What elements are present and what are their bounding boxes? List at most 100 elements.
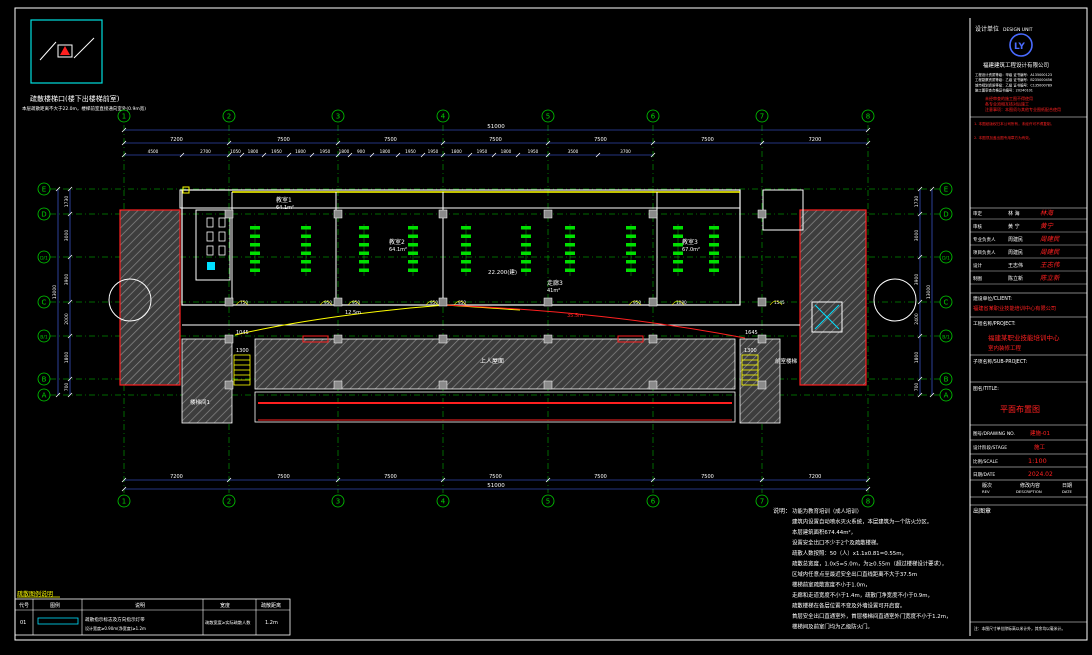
right-dim-tick-5	[917, 376, 923, 382]
bottom-total-dim-tick-1	[865, 486, 871, 492]
right-dim-tick-4	[917, 333, 923, 339]
date-label: 日期/DATE	[973, 472, 995, 478]
door-swing-7	[769, 300, 783, 306]
axis-label-col-2-1: 2	[227, 498, 231, 506]
top-span-dim-tick-2	[335, 140, 341, 146]
right-total-dim-tick-0	[929, 186, 935, 192]
top-sub-dim-tick-5	[286, 152, 292, 158]
top-sub-dim-tick-9	[369, 152, 375, 158]
axis-bubble-row-5-1	[939, 372, 953, 386]
right-dim-tick-1	[917, 211, 923, 217]
axis-bubble-row-1-0	[37, 207, 51, 221]
top-sub-dim-text-17: 3700	[620, 149, 631, 154]
right-roof-hatch	[799, 209, 867, 386]
left-dim-text-1: 3000	[64, 230, 70, 242]
top-sub-dim-tick-2	[226, 152, 232, 158]
stair-left-steps	[233, 354, 251, 386]
note-line-11: 楼梯间及前室门均为乙级防火门。	[792, 623, 873, 631]
top-span-dim-tick-0	[121, 140, 127, 146]
top-sub-dim-text-0: 4500	[148, 149, 159, 154]
stage-label: 设计阶段/STAGE	[973, 444, 1007, 451]
right-dim-tick-2	[917, 254, 923, 260]
column-low-0-0	[224, 334, 234, 344]
evacuation-path-left	[234, 304, 521, 336]
axis-label-row-4-1: B/1	[942, 335, 950, 341]
key-plan: 疏散楼梯口(楼下出楼梯前室) 本层疏散距离不大于22.0m，楼梯前室直接通向室外…	[22, 19, 146, 112]
note-line-9: 疏散楼梯在各层位置不变及外墙设置可开启窗。	[792, 602, 905, 610]
axis-label-row-4-0: B/1	[40, 335, 48, 341]
sign-name-2: 周建民	[1008, 236, 1023, 243]
top-sub-dim-tick-12	[440, 152, 446, 158]
column-low-3-1	[543, 380, 553, 390]
axis-bubble-row-0-0	[37, 182, 51, 196]
top-sub-dim-tick-8	[347, 152, 353, 158]
column-5-1	[757, 297, 767, 307]
axis-label-col-8-0: 8	[866, 113, 870, 121]
project-name-2: 室内装修工程	[988, 344, 1022, 352]
sign-role-5: 制图	[973, 275, 982, 282]
sign-signature-5: 陈立新	[1040, 274, 1061, 282]
design-notes: 说明： 功能为教育培训（成人培训）建筑内设置自动喷水灭火系统，本层建筑为一个防火…	[773, 507, 951, 631]
bottom-span-dim-text-2: 7500	[384, 474, 397, 480]
top-span-dim-text-0: 7200	[170, 137, 183, 143]
note-line-2: 本层建筑面积674.44m²，	[792, 528, 856, 536]
sign-role-2: 专业负责人	[973, 236, 996, 243]
left-dim-tick-5	[67, 376, 73, 382]
left-dim-tick-4	[67, 333, 73, 339]
note-line-5: 疏散总宽度，1.0x5=5.0m，为≥0.55m（超过楼梯设计要求），	[792, 560, 947, 568]
cert-line-2: 城市规划资质等级：乙级 证书编号：C135000789	[975, 82, 1052, 87]
left-dim-tick-3	[67, 299, 73, 305]
key-plan-note: 本层疏散距离不大于22.0m，楼梯前室直接通向室外(0.9m宽)	[22, 105, 146, 112]
sign-name-3: 周建民	[1008, 249, 1023, 256]
axis-bubble-col-6-0	[646, 109, 660, 123]
company-name: 福建建筑工程设计有限公司	[983, 61, 1049, 69]
evacuation-path-right	[444, 304, 746, 339]
red-note-1: 各专业须相互核对后施工	[985, 101, 1029, 107]
bottom-span-dim-text-1: 7500	[277, 474, 290, 480]
sign-role-3: 项目负责人	[973, 249, 996, 256]
right-total-dim-tick-1	[929, 392, 935, 398]
bottom-span-dim-text-5: 7500	[701, 474, 714, 480]
axis-label-col-6-0: 6	[651, 113, 656, 121]
axis-label-row-2-0: D/1	[40, 256, 48, 262]
note-line-0: 功能为教育培训（成人培训）	[792, 507, 862, 515]
legend-header-distance: 疏散距离	[261, 602, 281, 609]
door-swing-2	[347, 300, 361, 306]
local-dim-1: 1045	[236, 330, 249, 336]
notes-title: 说明：	[773, 507, 791, 515]
stair-left-label: 楼梯间1	[190, 398, 210, 406]
sign-role-0: 审定	[973, 210, 982, 217]
door-tag-5: 950	[633, 300, 641, 305]
top-sub-dim-tick-14	[491, 152, 497, 158]
axis-label-row-0-0: E	[42, 186, 46, 194]
restroom	[195, 209, 231, 281]
note-line-6: 区域内任意点至最近安全出口直线距离不大于37.5m	[792, 570, 917, 578]
top-span-dim-text-2: 7500	[384, 137, 397, 143]
top-sub-dim-tick-3	[239, 152, 245, 158]
column-low-3-0	[543, 334, 553, 344]
axis-label-row-6-1: A	[944, 392, 949, 400]
note-line-10: 首层安全出口直通室外，首层楼梯间直通室外门宽度不小于1.2m，	[792, 612, 951, 620]
sign-name-1: 黄 宁	[1008, 223, 1020, 230]
axis-label-col-1-0: 1	[122, 113, 126, 121]
left-dim-text-0: 1730	[64, 196, 70, 208]
top-sub-dim-tick-18	[650, 152, 656, 158]
legend-row-width: 疏散宽度≥实际疏散人数	[205, 619, 251, 626]
left-total-dim-tick-1	[55, 392, 61, 398]
top-span-dim-tick-1	[226, 140, 232, 146]
right-dim-tick-3	[917, 299, 923, 305]
column-3-0	[543, 209, 553, 219]
top-sub-dim-tick-10	[395, 152, 401, 158]
rev-sub-1: REV	[982, 489, 990, 494]
footer-note: 注：本图尺寸单位除标高以米计外，其余均以毫米计。	[974, 626, 1065, 631]
red-note-2: 注意事项：本图须与其他专业图纸配合使用	[985, 106, 1061, 112]
top-sub-dim-tick-16	[545, 152, 551, 158]
axis-label-col-1-1: 1	[122, 498, 126, 506]
left-roof-hatch	[119, 209, 181, 386]
top-span-dim-tick-4	[545, 140, 551, 146]
top-span-dim-tick-3	[440, 140, 446, 146]
axis-bubble-col-6-1	[646, 494, 660, 508]
